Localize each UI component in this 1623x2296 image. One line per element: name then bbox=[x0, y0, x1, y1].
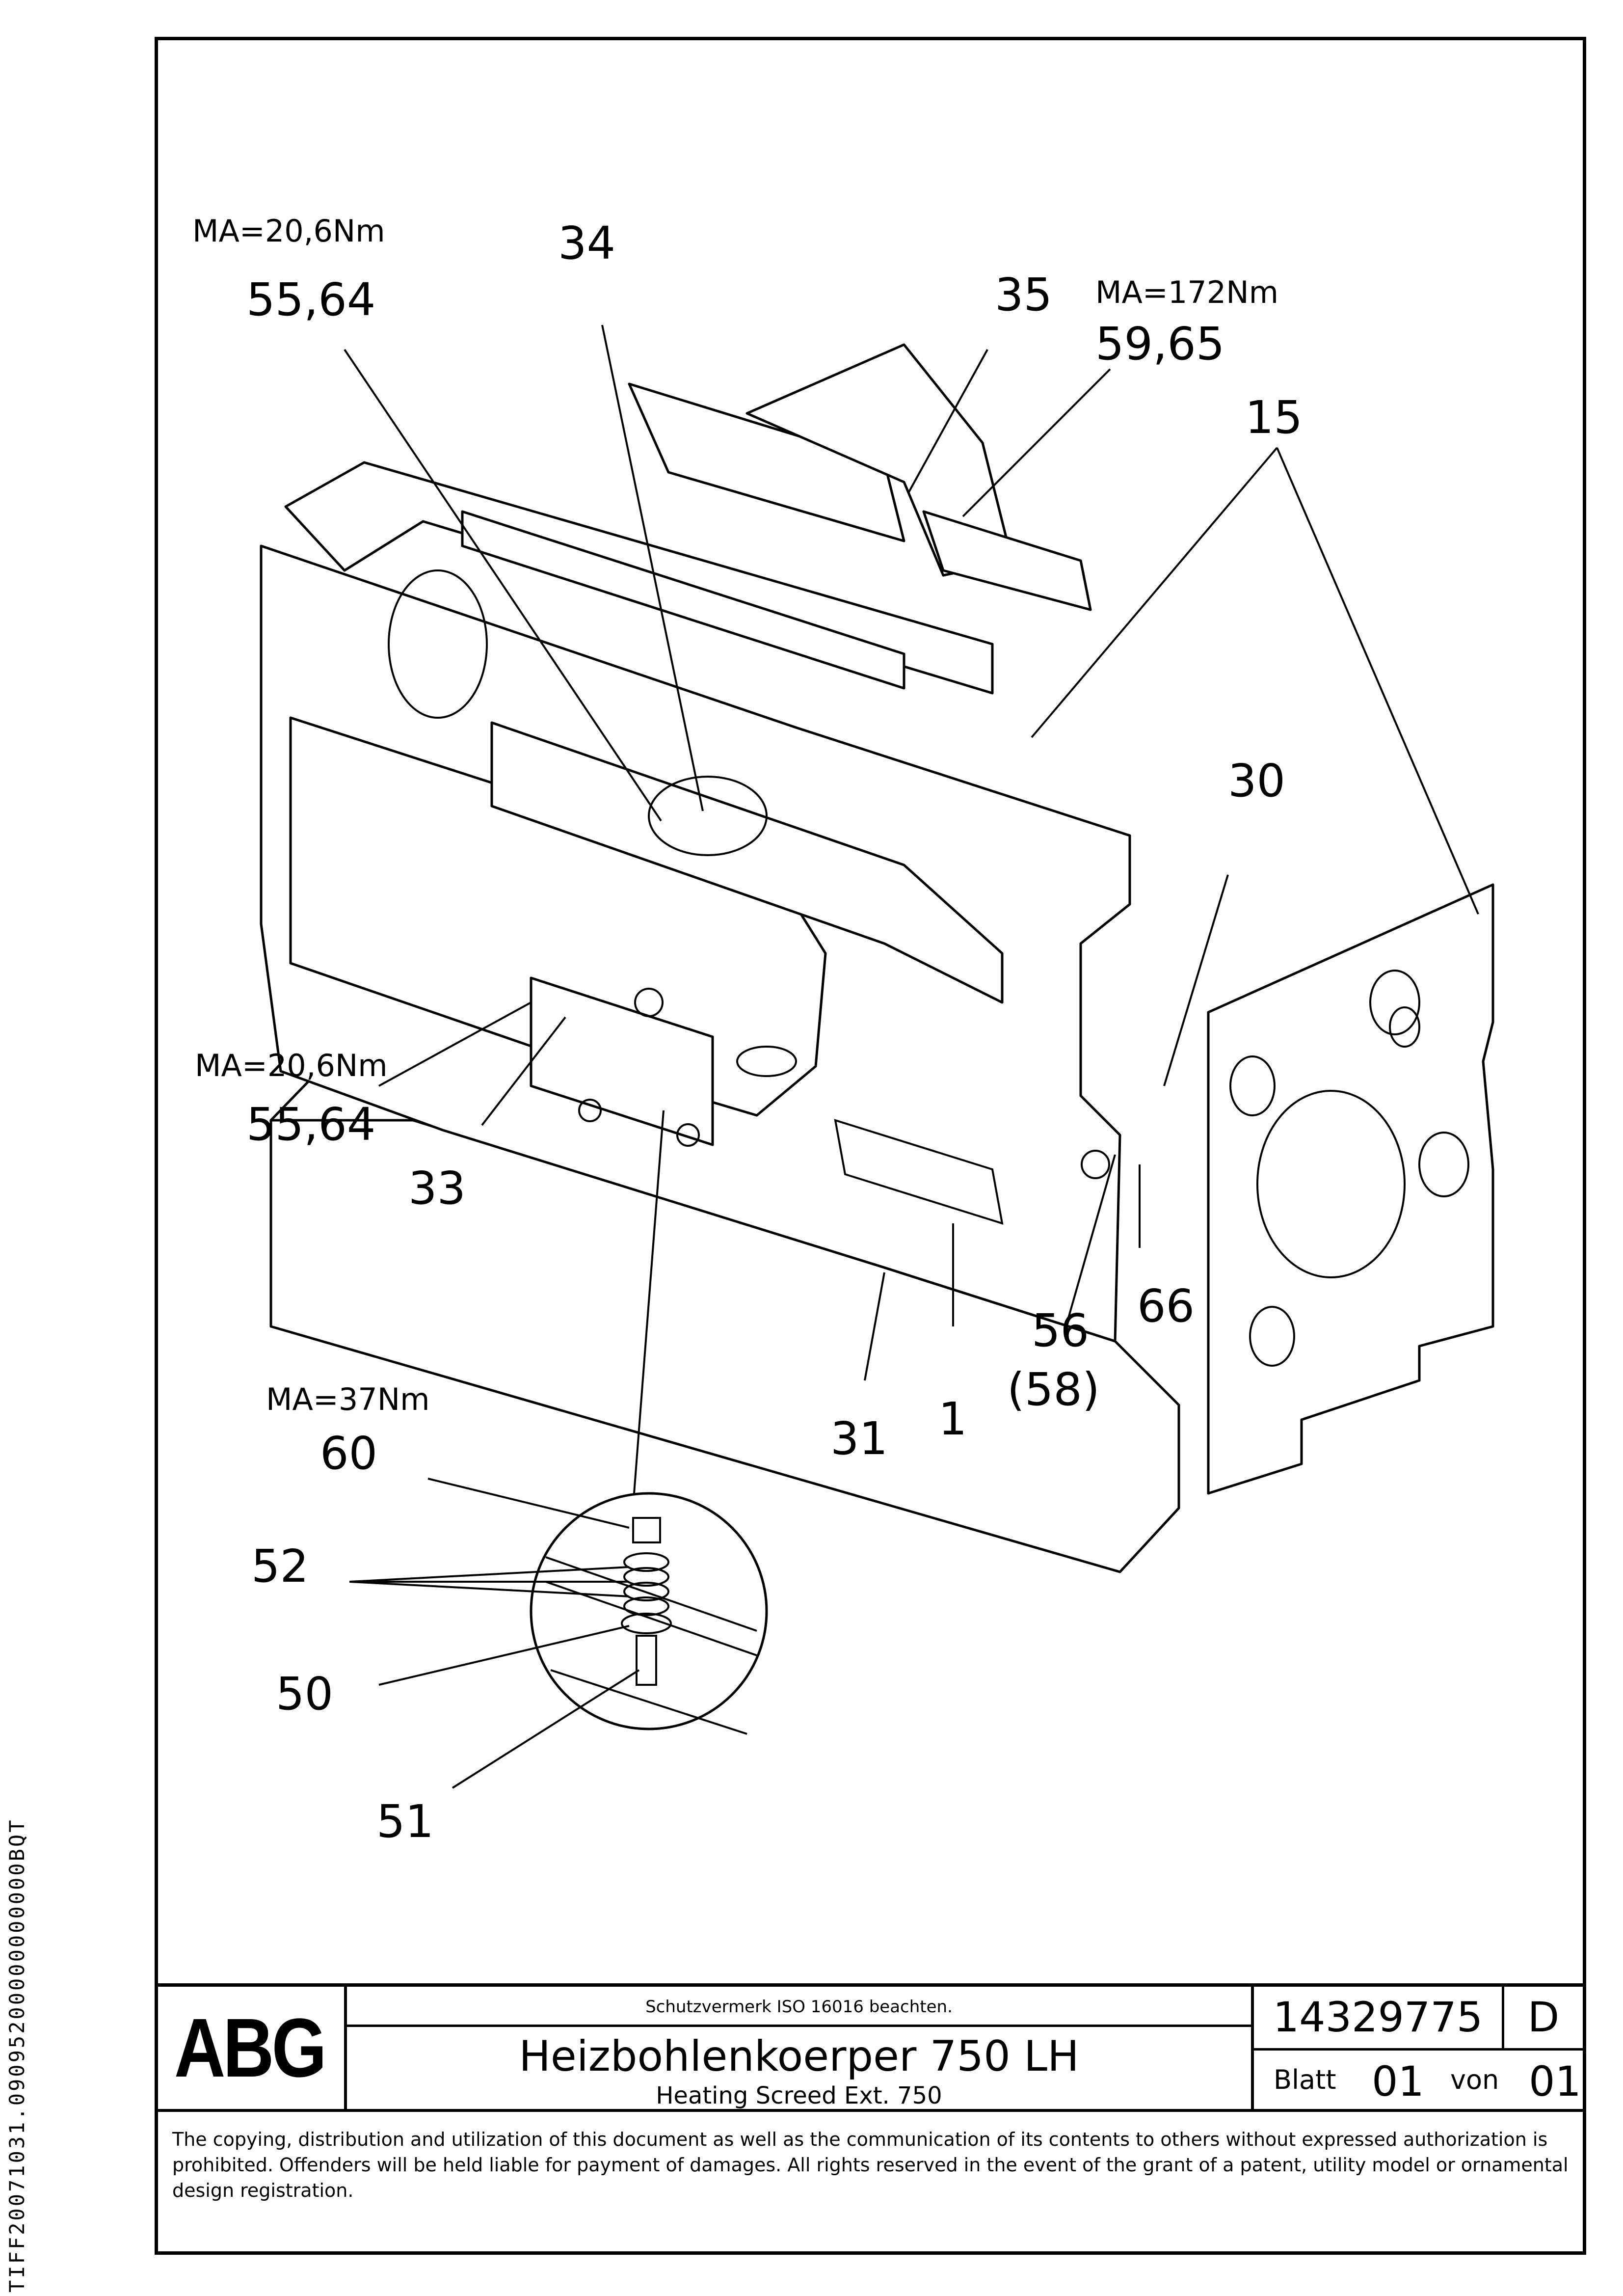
callout-31: 31 bbox=[830, 1412, 888, 1465]
callout-1: 1 bbox=[938, 1393, 967, 1445]
technical-drawing: MA=20,6Nm 55,64 34 35 MA=172Nm 59,65 15 … bbox=[192, 213, 1494, 1848]
torque-label-1: MA=20,6Nm bbox=[192, 213, 385, 249]
callout-55-64-top: 55,64 bbox=[246, 273, 375, 326]
document-number: 14329775 bbox=[1254, 1987, 1504, 2048]
callout-56: 56 bbox=[1032, 1304, 1089, 1357]
torque-label-2: MA=172Nm bbox=[1095, 274, 1278, 310]
leader-lines bbox=[344, 324, 1479, 1789]
callout-59-65: 59,65 bbox=[1095, 318, 1224, 370]
callout-60: 60 bbox=[320, 1427, 377, 1480]
callout-35: 35 bbox=[995, 269, 1052, 321]
callout-34: 34 bbox=[558, 217, 615, 270]
drawing-subtitle: Heating Screed Ext. 750 bbox=[656, 2082, 942, 2109]
drawing-frame bbox=[155, 37, 1586, 2255]
sheet-value: 01 bbox=[1372, 2057, 1424, 2106]
company-logo: ABG bbox=[155, 1987, 347, 2109]
detail-view bbox=[530, 1492, 768, 1735]
title-area: Schutzvermerk ISO 16016 beachten. Heizbo… bbox=[347, 1987, 1251, 2109]
callout-30: 30 bbox=[1228, 755, 1285, 807]
callout-50: 50 bbox=[276, 1668, 333, 1720]
torque-label-4: MA=37Nm bbox=[266, 1381, 430, 1417]
callout-55-64-bottom: 55,64 bbox=[246, 1098, 375, 1151]
sheet-row: Blatt 01 von 01 bbox=[1254, 2051, 1583, 2109]
document-number-row: 14329775 D bbox=[1254, 1987, 1583, 2051]
document-info: 14329775 D Blatt 01 von 01 bbox=[1251, 1987, 1583, 2109]
sheet-label: Blatt bbox=[1274, 2064, 1336, 2095]
callout-15: 15 bbox=[1245, 391, 1303, 444]
heating-screed-frame bbox=[260, 343, 1180, 1573]
logo-text: ABG bbox=[174, 2001, 327, 2095]
torque-label-3: MA=20,6Nm bbox=[195, 1048, 388, 1083]
callout-51: 51 bbox=[376, 1795, 434, 1848]
title-block: ABG Schutzvermerk ISO 16016 beachten. He… bbox=[155, 1983, 1586, 2109]
side-plate bbox=[1207, 883, 1494, 1495]
side-drawing-code: TIFF20071031.09095200000000000BQT bbox=[5, 1818, 29, 2293]
of-label: von bbox=[1450, 2064, 1499, 2095]
of-value: 01 bbox=[1529, 2057, 1581, 2106]
callout-52: 52 bbox=[251, 1540, 309, 1593]
revision-letter: D bbox=[1527, 1993, 1560, 2041]
callout-66: 66 bbox=[1137, 1280, 1195, 1332]
copyright-notice: The copying, distribution and utilizatio… bbox=[155, 2109, 1586, 2255]
callout-58: (58) bbox=[1007, 1363, 1100, 1416]
drawing-title: Heizbohlenkoerper 750 LH bbox=[519, 2032, 1079, 2081]
protection-notice: Schutzvermerk ISO 16016 beachten. bbox=[347, 1987, 1251, 2027]
callout-33: 33 bbox=[408, 1162, 466, 1215]
